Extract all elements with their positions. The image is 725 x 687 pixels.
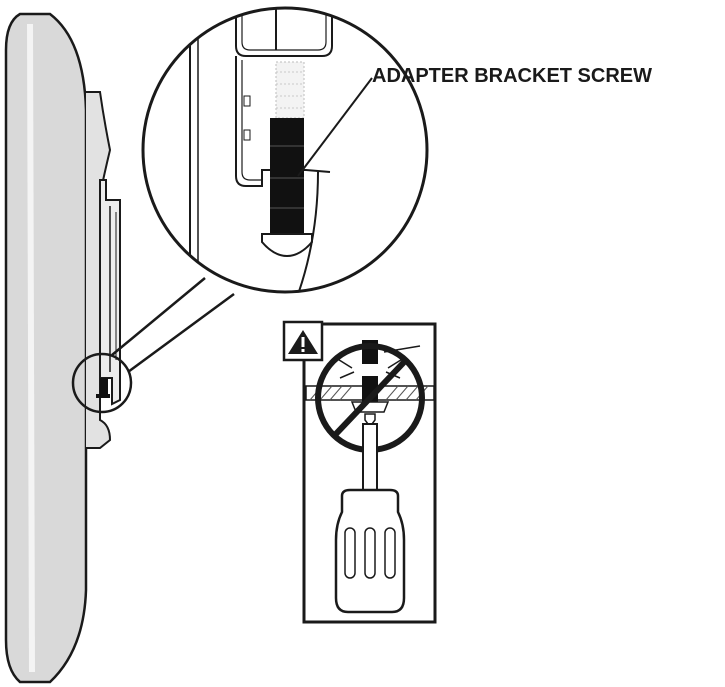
warning-inset (282, 320, 437, 624)
callout-label: ADAPTER BRACKET SCREW (372, 65, 652, 87)
warning-triangle-icon (282, 320, 324, 362)
tv-side-profile (4, 12, 121, 684)
zoom-thread-hole (275, 61, 305, 119)
zoom-leader-top (111, 277, 206, 356)
zoom-detail (141, 6, 429, 294)
zoom-bracket-body (235, 56, 331, 187)
zoom-tv-curve (295, 171, 319, 292)
zoom-screw-head (261, 233, 313, 258)
zoom-leader-bottom (127, 292, 235, 374)
tv-body (4, 12, 88, 684)
bracket-screw-small-head (96, 394, 110, 398)
detail-circle-small (71, 352, 133, 414)
screwdriver-icon (334, 413, 406, 614)
callout-leader (297, 77, 373, 177)
zoom-bracket-hook (235, 8, 333, 57)
bracket-screw-small (100, 378, 108, 394)
tv-bezel-highlight (27, 23, 35, 673)
